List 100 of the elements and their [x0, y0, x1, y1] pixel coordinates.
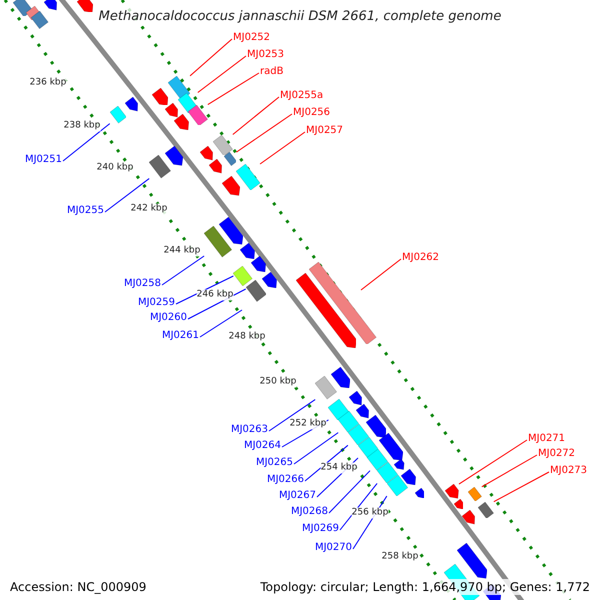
leader-line [236, 114, 292, 153]
gene-label: MJ0266 [266, 474, 304, 486]
gene-bar [348, 391, 362, 406]
gene-bar [219, 217, 244, 245]
gene-bar [328, 398, 350, 420]
gene-bar [224, 152, 236, 166]
gene-bar [379, 433, 404, 461]
gene-label: MJ0272 [538, 448, 576, 460]
gene-label: MJ0258 [124, 278, 161, 290]
gene-label: MJ0270 [314, 542, 352, 554]
leader-line [207, 72, 260, 106]
gene-bar [149, 155, 171, 179]
leader-line [232, 96, 280, 136]
gene-bar [31, 11, 49, 29]
gene-bar [174, 114, 189, 130]
gene-label: MJ0260 [150, 312, 187, 324]
gene-bar [246, 280, 266, 302]
leader-line [458, 440, 528, 485]
gene-bar [462, 510, 475, 525]
gene-label: MJ0262 [402, 252, 440, 264]
gene-bar [445, 484, 459, 499]
gene-label: MJ0264 [244, 440, 281, 452]
gene-bar [454, 498, 464, 509]
gene-bar [200, 146, 213, 161]
gene-bar [386, 474, 408, 496]
gene-label: MJ0273 [550, 465, 588, 477]
tick-label: 258 kbp [382, 552, 418, 562]
leader-line [481, 454, 538, 488]
gene-label: MJ0271 [528, 433, 566, 445]
gene-bar [168, 76, 190, 100]
tick-label: 250 kbp [260, 376, 296, 388]
gene-bar [178, 92, 198, 114]
gene-bar [262, 272, 277, 288]
tick-label: 256 kbp [352, 508, 388, 518]
tick-label: 248 kbp [228, 332, 266, 342]
gene-bar [468, 486, 482, 502]
leader-line [328, 470, 370, 514]
tick-label: 254 kbp [320, 462, 358, 474]
leader-line [360, 258, 402, 290]
gene-bar [366, 414, 386, 438]
gene-bar [356, 404, 369, 419]
leader-line [260, 132, 306, 164]
gene-label: MJ0263 [230, 424, 268, 436]
gene-bar [124, 97, 138, 112]
gene-bar [358, 436, 378, 458]
tick-label: 236 kbp [30, 78, 66, 88]
genome-info-text: Topology: circular; Length: 1,664,970 bp; Genes: 1,772 [258, 579, 592, 595]
leader-line [162, 256, 205, 286]
tick-label: 242 kbp [130, 204, 168, 214]
gene-bar [400, 469, 416, 486]
gene-bar [152, 88, 168, 106]
gene-bar [309, 262, 377, 344]
gene-label: MJ0259 [138, 297, 175, 309]
gene-bar [414, 488, 424, 498]
gene-bar [13, 0, 33, 16]
gene-bar [377, 462, 398, 484]
gene-bar [233, 266, 253, 286]
leader-line [104, 178, 150, 212]
leader-line [294, 432, 339, 464]
gene-bar [338, 411, 359, 433]
leader-line [176, 276, 234, 304]
gene-bar [348, 424, 369, 446]
gene-bar [240, 243, 255, 260]
gene-label: MJ0255a [280, 90, 324, 102]
gene-bar [330, 366, 350, 388]
gene-bar [208, 159, 222, 174]
gene-bar [110, 106, 126, 124]
gene-bar [296, 272, 356, 348]
gene-label: radB [260, 66, 284, 78]
gene-bar [315, 376, 337, 400]
gene-bar [165, 146, 184, 166]
leader-line [197, 56, 246, 94]
accession-text: Accession: NC_000909 [8, 579, 148, 595]
gene-label: MJ0255 [66, 205, 104, 217]
leader-line [493, 472, 550, 502]
gene-label: MJ0269 [302, 523, 339, 535]
leader-line [62, 123, 110, 162]
gene-label: MJ0267 [278, 490, 316, 502]
leader-line [200, 310, 242, 338]
gene-bar [77, 0, 94, 12]
gene-label: MJ0268 [290, 506, 328, 518]
gene-label: MJ0256 [293, 107, 330, 119]
gene-bar [164, 103, 178, 118]
leader-line [268, 399, 316, 432]
gene-bar [188, 104, 208, 126]
gene-bar [394, 459, 405, 470]
gene-label: MJ0253 [247, 49, 284, 61]
gene-bar [457, 543, 488, 579]
gene-label: MJ0265 [256, 457, 293, 469]
gene-label: MJ0257 [306, 125, 344, 137]
gene-bar [236, 164, 260, 190]
leader-line [340, 482, 378, 530]
tick-label: 238 kbp [64, 120, 100, 132]
gene-label: MJ0251 [24, 154, 62, 166]
gene-bar [367, 449, 388, 471]
gene-bar [44, 0, 57, 11]
gene-bar [213, 134, 233, 156]
leader-line [190, 38, 232, 76]
gene-label: MJ0252 [233, 32, 270, 44]
tick-label: 252 kbp [290, 418, 326, 430]
